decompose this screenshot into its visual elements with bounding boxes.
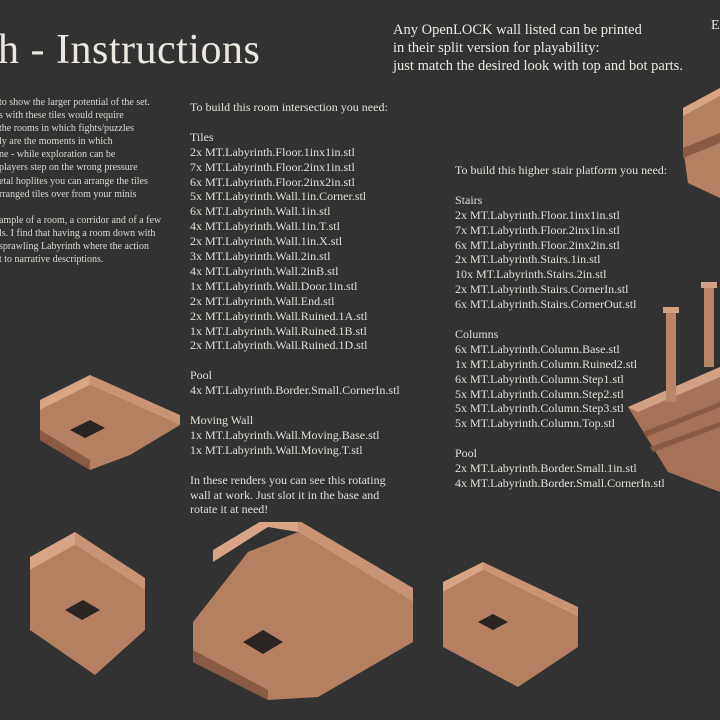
room-intersection-list: To build this room intersection you need… bbox=[190, 100, 400, 517]
group-title: Pool bbox=[455, 446, 478, 461]
group-title: Moving Wall bbox=[190, 412, 254, 427]
part-item: 7x MT.Labyrinth.Floor.2inx1in.stl bbox=[190, 159, 355, 174]
part-item: 1x MT.Labyrinth.Wall.Moving.T.stl bbox=[190, 442, 363, 457]
page-title: h - Instructions bbox=[0, 27, 261, 73]
part-item: 6x MT.Labyrinth.Wall.1in.stl bbox=[190, 204, 331, 219]
part-item: 2x MT.Labyrinth.Stairs.CornerIn.stl bbox=[455, 282, 629, 297]
part-item: 2x MT.Labyrinth.Wall.End.stl bbox=[190, 293, 335, 308]
room-render-top-left bbox=[40, 375, 180, 470]
part-item: 2x MT.Labyrinth.Border.Small.1in.stl bbox=[455, 461, 637, 476]
group-title: Tiles bbox=[190, 129, 214, 144]
list-heading: To build this room intersection you need… bbox=[190, 100, 388, 114]
part-item: 6x MT.Labyrinth.Floor.2inx2in.stl bbox=[455, 237, 620, 252]
part-item: 5x MT.Labyrinth.Column.Step3.stl bbox=[455, 401, 624, 416]
intro-line: etal hoplites you can arrange the tiles bbox=[0, 175, 148, 187]
part-item: 7x MT.Labyrinth.Floor.2inx1in.stl bbox=[455, 222, 620, 237]
room-render-bottom-center bbox=[193, 522, 413, 700]
part-item: 1x MT.Labyrinth.Wall.Moving.Base.stl bbox=[190, 427, 380, 442]
part-item: 5x MT.Labyrinth.Column.Step2.stl bbox=[455, 386, 624, 401]
group-title: Stairs bbox=[455, 192, 483, 207]
part-item: 2x MT.Labyrinth.Floor.1inx1in.stl bbox=[190, 144, 355, 159]
stair-platform-list: To build this higher stair platform you … bbox=[455, 163, 667, 506]
stair-platform-render bbox=[628, 282, 720, 492]
intro-line: t to narrative descriptions. bbox=[0, 254, 104, 266]
intro-paragraph-1: to show the larger potential of the set.… bbox=[0, 96, 161, 201]
intro-line: the rooms in which fights/puzzles bbox=[0, 123, 134, 135]
part-item: 2x MT.Labyrinth.Wall.Ruined.1D.stl bbox=[190, 338, 368, 353]
part-item: 2x MT.Labyrinth.Wall.1in.X.stl bbox=[190, 234, 343, 249]
description-line: rotate it at need! bbox=[190, 502, 269, 517]
list-heading: To build this higher stair platform you … bbox=[455, 163, 668, 177]
part-item: 10x MT.Labyrinth.Stairs.2in.stl bbox=[455, 267, 607, 282]
intro-line: ne - while exploration can be bbox=[0, 149, 116, 161]
part-item: 6x MT.Labyrinth.Column.Step1.stl bbox=[455, 371, 624, 386]
part-item: 2x MT.Labyrinth.Wall.Ruined.1A.stl bbox=[190, 308, 368, 323]
group-title: Pool bbox=[190, 368, 213, 383]
part-item: 2x MT.Labyrinth.Stairs.1in.stl bbox=[455, 252, 601, 267]
split-version-note: Any OpenLOCK wall listed can be printed i… bbox=[393, 21, 683, 75]
description-line: wall at work. Just slot it in the base a… bbox=[190, 487, 380, 502]
intro-paragraph-2: ample of a room, a corridor and of a few… bbox=[0, 214, 161, 266]
part-item: 6x MT.Labyrinth.Stairs.CornerOut.stl bbox=[455, 297, 637, 312]
note-line: Any OpenLOCK wall listed can be printed bbox=[393, 22, 642, 38]
part-item: 6x MT.Labyrinth.Column.Base.stl bbox=[455, 341, 620, 356]
note-line: in their split version for playability: bbox=[393, 40, 600, 56]
intro-line: to show the larger potential of the set. bbox=[0, 97, 150, 108]
room-render-bottom-left bbox=[30, 532, 145, 675]
description-line: In these renders you can see this rotati… bbox=[190, 472, 386, 487]
intro-line: ample of a room, a corridor and of a few bbox=[0, 214, 162, 226]
part-item: 3x MT.Labyrinth.Wall.2in.stl bbox=[190, 249, 331, 264]
part-item: 4x MT.Labyrinth.Border.Small.CornerIn.st… bbox=[455, 475, 665, 490]
cropped-heading-letter: E bbox=[711, 18, 720, 33]
part-item: 5x MT.Labyrinth.Column.Top.stl bbox=[455, 416, 615, 431]
part-item: 5x MT.Labyrinth.Wall.1in.Corner.stl bbox=[190, 189, 367, 204]
intro-text: to show the larger potential of the set.… bbox=[0, 96, 161, 279]
intro-line: ly are the moments in which bbox=[0, 136, 113, 148]
part-item: 4x MT.Labyrinth.Border.Small.CornerIn.st… bbox=[190, 383, 400, 398]
part-item: 1x MT.Labyrinth.Column.Ruined2.stl bbox=[455, 356, 638, 371]
intro-line: players step on the wrong pressure bbox=[0, 162, 138, 174]
room-render-bottom-right bbox=[443, 562, 578, 687]
part-item: 4x MT.Labyrinth.Wall.1in.T.stl bbox=[190, 219, 340, 234]
part-item: 1x MT.Labyrinth.Wall.Door.1in.stl bbox=[190, 278, 358, 293]
group-title: Columns bbox=[455, 326, 499, 341]
part-item: 2x MT.Labyrinth.Floor.1inx1in.stl bbox=[455, 207, 620, 222]
intro-line: sprawling Labyrinth where the action bbox=[0, 240, 149, 252]
intro-line: rranged tiles over from your minis bbox=[0, 188, 137, 200]
stair-render-top-right bbox=[683, 88, 720, 198]
intro-line: ls. I find that having a room down with bbox=[0, 227, 156, 239]
intro-line: s with these tiles would require bbox=[0, 110, 124, 122]
note-line: just match the desired look with top and… bbox=[393, 58, 683, 74]
part-item: 4x MT.Labyrinth.Wall.2inB.stl bbox=[190, 263, 339, 278]
part-item: 1x MT.Labyrinth.Wall.Ruined.1B.stl bbox=[190, 323, 367, 338]
part-item: 6x MT.Labyrinth.Floor.2inx2in.stl bbox=[190, 174, 355, 189]
moving-wall-description: In these renders you can see this rotati… bbox=[190, 473, 400, 518]
